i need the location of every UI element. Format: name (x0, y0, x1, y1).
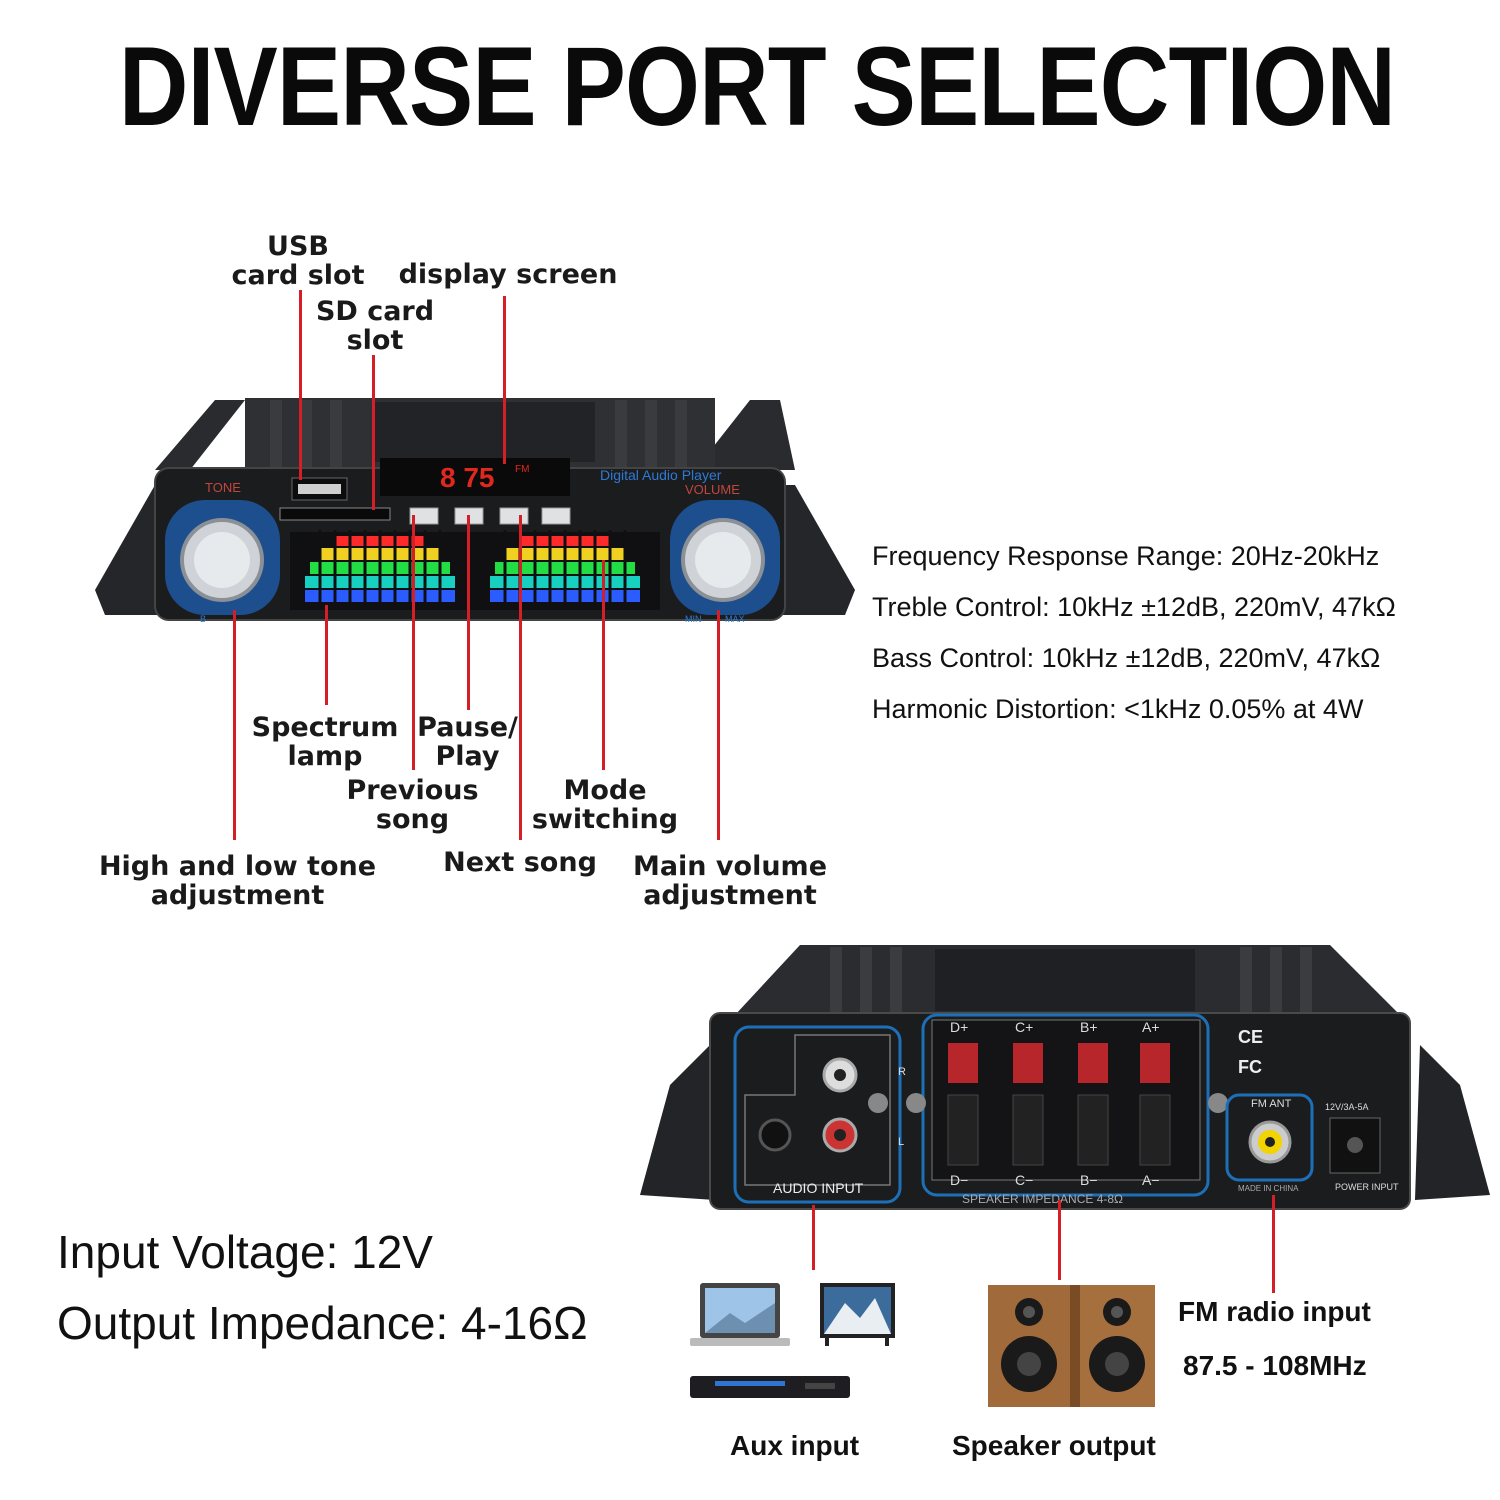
laptop-icon (690, 1283, 790, 1346)
callout-line-aux (812, 1205, 815, 1270)
callout-line-display (503, 296, 506, 464)
callout-mode: Mode switching (531, 775, 679, 835)
page-title: DIVERSE PORT SELECTION (118, 24, 1396, 149)
callout-previous: Previous song (346, 775, 479, 835)
terminal-a-plus: A+ (1142, 1019, 1160, 1035)
ce-mark: CE (1238, 1027, 1263, 1047)
dvd-player-icon (690, 1376, 850, 1398)
callout-line-tone (233, 610, 236, 840)
audio-input-label: AUDIO INPUT (773, 1180, 864, 1196)
callout-display: display screen (398, 259, 618, 290)
fc-mark: FC (1238, 1057, 1262, 1077)
amplifier-front-image: 8 75 FM Digital Audio Player TONE VOLUME… (95, 398, 855, 624)
callout-line-next (519, 515, 522, 840)
brand-text: Digital Audio Player (600, 467, 722, 483)
callout-volume-adjustment: Main volume adjustment (632, 851, 828, 911)
b-label: B (200, 614, 206, 624)
power-input-label: POWER INPUT (1335, 1182, 1399, 1192)
callout-pause: Pause/ Play (417, 712, 518, 772)
input-voltage-text: Input Voltage: 12V (57, 1226, 433, 1278)
fm-range-caption: 87.5 - 108MHz (1183, 1350, 1367, 1381)
spec-frequency: Frequency Response Range: 20Hz-20kHz (872, 541, 1380, 571)
callout-line-spectrum (325, 605, 328, 705)
callout-tone-adjustment: High and low tone adjustment (98, 851, 377, 911)
fm-ant-label: FM ANT (1251, 1098, 1292, 1110)
display-digits: 8 75 (440, 462, 495, 493)
callout-line-sd (372, 355, 375, 510)
callout-line-previous (412, 515, 415, 770)
min-label: MIN (685, 614, 702, 624)
aux-devices-image (690, 1283, 895, 1398)
speaker-output-caption: Speaker output (952, 1430, 1156, 1461)
callout-usb: USB card slot (231, 231, 365, 291)
callout-line-fm (1272, 1195, 1275, 1293)
output-impedance-text: Output Impedance: 4-16Ω (57, 1297, 588, 1349)
volume-label: VOLUME (685, 482, 740, 497)
terminal-a-minus: A− (1142, 1172, 1160, 1188)
display-unit: FM (515, 464, 529, 475)
terminal-d-minus: D− (950, 1172, 968, 1188)
r-label: R (898, 1066, 906, 1078)
made-in-label: MADE IN CHINA (1238, 1184, 1299, 1193)
callout-line-pause (467, 515, 470, 710)
spectrum-lamp (290, 530, 660, 610)
previous-button[interactable] (409, 507, 439, 525)
terminal-c-minus: C− (1015, 1172, 1033, 1188)
speaker-impedance-label: SPEAKER IMPEDANCE 4-8Ω (962, 1192, 1123, 1206)
speakers-image (988, 1285, 1155, 1407)
tone-label: TONE (205, 480, 241, 495)
max-label: MAX (725, 614, 745, 624)
spec-bass: Bass Control: 10kHz ±12dB, 220mV, 47kΩ (872, 643, 1381, 673)
next-button[interactable] (499, 507, 529, 525)
fm-radio-caption: FM radio input (1178, 1296, 1371, 1327)
callout-next: Next song (443, 847, 597, 878)
callout-line-mode (602, 560, 605, 770)
spec-distortion: Harmonic Distortion: <1kHz 0.05% at 4W (872, 694, 1364, 724)
terminal-c-plus: C+ (1015, 1019, 1033, 1035)
terminal-b-minus: B− (1080, 1172, 1098, 1188)
callout-line-speaker (1058, 1200, 1061, 1280)
spec-treble: Treble Control: 10kHz ±12dB, 220mV, 47kΩ (872, 592, 1396, 622)
aux-input-caption: Aux input (730, 1430, 860, 1461)
terminal-b-plus: B+ (1080, 1019, 1098, 1035)
callout-line-volume (717, 610, 720, 840)
callout-line-usb (299, 290, 302, 480)
amplifier-rear-image: R L AUDIO INPUT D+ C+ B+ A+ D− C− B− A− … (640, 945, 1490, 1210)
power-rating-label: 12V/3A-5A (1325, 1102, 1369, 1112)
l-label: L (898, 1136, 904, 1148)
callout-sd: SD card slot (315, 296, 435, 356)
tv-icon (820, 1283, 895, 1346)
terminal-d-plus: D+ (950, 1019, 968, 1035)
callout-spectrum: Spectrum lamp (251, 712, 399, 772)
mode-button[interactable] (541, 507, 571, 525)
